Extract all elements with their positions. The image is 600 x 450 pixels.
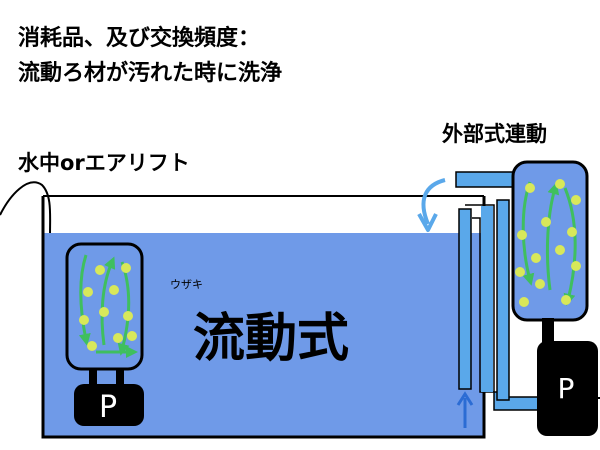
left-filter-media	[79, 263, 137, 351]
left-filter-chamber	[65, 242, 144, 371]
left-pump	[74, 384, 144, 426]
external-riser-pipe	[496, 199, 510, 401]
intake-pipe-inner	[481, 206, 493, 392]
header-line-1: 消耗品、及び交換頻度：	[18, 25, 260, 51]
external-pump	[537, 341, 598, 436]
inlet-pipe	[455, 171, 517, 188]
intake-flow-arrow-head	[456, 391, 474, 406]
left-connector-2	[116, 368, 124, 388]
left-connector-1	[89, 368, 97, 388]
external-filter-media	[515, 179, 581, 307]
header-line-2: 流動ろ材が汚れた時に洗浄	[18, 60, 282, 86]
external-connector	[542, 318, 554, 346]
external-pump-label: P	[558, 372, 575, 405]
right-system-label: 外部式連動	[442, 122, 547, 146]
main-label-ruby: ウザキ	[170, 278, 203, 291]
ext-flow-arrow-2	[545, 182, 560, 291]
main-label: 流動式	[193, 309, 349, 369]
inlet-flow-arrow	[421, 178, 446, 225]
left-flow-arrow-2	[100, 256, 116, 346]
intake-pipe	[458, 208, 472, 390]
left-pump-label: P	[99, 390, 117, 425]
left-flow-arrow-1	[78, 254, 91, 346]
inlet-flow-arrow-head	[417, 213, 438, 232]
ext-flow-arrow-3	[563, 187, 577, 306]
left-system-label: 水中orエアリフト	[18, 151, 190, 175]
